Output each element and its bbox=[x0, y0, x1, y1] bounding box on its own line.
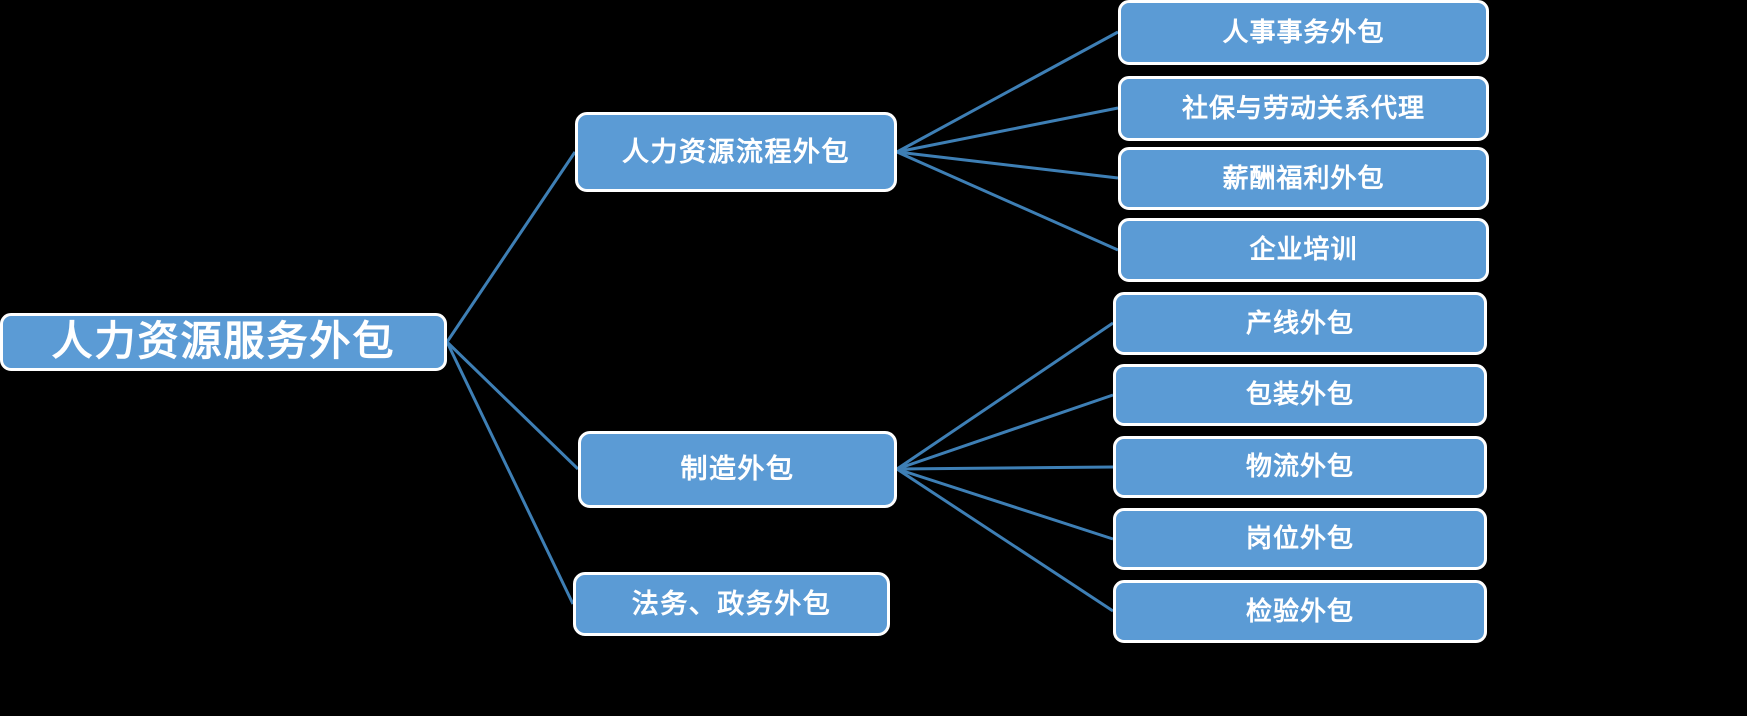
node-social-security-labor-agency[interactable]: 社保与劳动关系代理 bbox=[1118, 76, 1489, 141]
connector-line bbox=[896, 393, 1114, 471]
node-legal-government-outsourcing[interactable]: 法务、政务外包 bbox=[573, 572, 890, 636]
connector-line bbox=[896, 467, 1114, 541]
connector-line bbox=[896, 465, 1114, 471]
node-production-line-outsourcing[interactable]: 产线外包 bbox=[1113, 292, 1487, 355]
connector-line bbox=[445, 340, 580, 471]
connector-line bbox=[896, 150, 1119, 180]
connector-line bbox=[896, 30, 1119, 154]
connector-line bbox=[445, 341, 575, 605]
connector-line bbox=[445, 151, 577, 343]
node-logistics-outsourcing[interactable]: 物流外包 bbox=[1113, 436, 1487, 498]
connector-line bbox=[896, 150, 1119, 252]
node-inspection-outsourcing[interactable]: 检验外包 bbox=[1113, 580, 1487, 643]
connector-line bbox=[896, 106, 1119, 154]
connector-line bbox=[896, 321, 1114, 471]
node-manufacturing-outsourcing[interactable]: 制造外包 bbox=[578, 431, 897, 508]
node-compensation-benefits-outsourcing[interactable]: 薪酬福利外包 bbox=[1118, 147, 1489, 210]
node-personnel-affairs-outsourcing[interactable]: 人事事务外包 bbox=[1118, 0, 1489, 65]
node-hr-process-outsourcing[interactable]: 人力资源流程外包 bbox=[575, 112, 897, 192]
node-corporate-training[interactable]: 企业培训 bbox=[1118, 218, 1489, 282]
node-packaging-outsourcing[interactable]: 包装外包 bbox=[1113, 364, 1487, 426]
node-position-outsourcing[interactable]: 岗位外包 bbox=[1113, 508, 1487, 570]
node-root[interactable]: 人力资源服务外包 bbox=[0, 313, 447, 371]
connector-line bbox=[896, 467, 1114, 613]
